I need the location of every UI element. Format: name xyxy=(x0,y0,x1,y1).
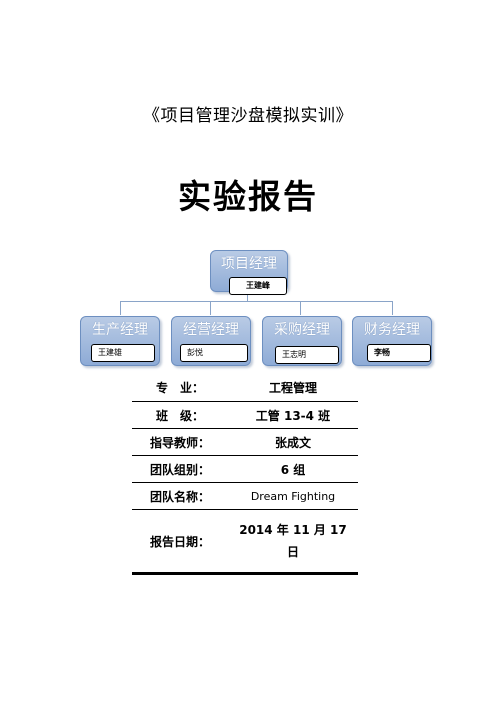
info-key-class: 班 级： xyxy=(132,401,228,429)
org-node-label: 采购经理 xyxy=(274,322,330,338)
table-row: 专 业： 工程管理 xyxy=(132,373,358,402)
org-node-finance-manager: 财务经理 李畅 xyxy=(352,316,432,366)
connector-root-down xyxy=(247,292,248,301)
info-value-major: 工程管理 xyxy=(228,373,358,402)
info-key-instructor: 指导教师： xyxy=(132,428,228,456)
org-node-purchasing-manager: 采购经理 王志明 xyxy=(262,316,342,366)
org-node-label: 财务经理 xyxy=(364,322,420,338)
connector-child-4 xyxy=(392,301,393,315)
table-row: 团队组别： 6 组 xyxy=(132,455,358,483)
report-subtitle: 《项目管理沙盘模拟实训》 xyxy=(143,106,353,126)
info-value-report-date: 2014 年 11 月 17 日 xyxy=(228,509,358,575)
info-key-major: 专 业： xyxy=(132,373,228,402)
org-node-name: 王建雄 xyxy=(91,344,155,362)
connector-child-3 xyxy=(300,301,301,315)
org-node-label: 项目经理 xyxy=(221,256,277,272)
info-key-report-date: 报告日期： xyxy=(132,509,228,575)
table-row: 指导教师： 张成文 xyxy=(132,428,358,456)
org-node-production-manager: 生产经理 王建雄 xyxy=(80,316,160,366)
org-node-name: 李畅 xyxy=(367,344,431,362)
report-info-table: 专 业： 工程管理 班 级： 工管 13-4 班 指导教师： 张成文 团队组别：… xyxy=(132,373,358,575)
org-node-label: 经营经理 xyxy=(183,322,239,338)
report-title: 实验报告 xyxy=(178,177,318,216)
org-node-name: 彭悦 xyxy=(180,344,248,362)
info-key-team-group: 团队组别： xyxy=(132,455,228,483)
org-node-label: 生产经理 xyxy=(92,322,148,338)
table-row: 班 级： 工管 13-4 班 xyxy=(132,401,358,429)
info-value-team-name: Dream Fighting xyxy=(228,482,358,510)
table-row: 团队名称： Dream Fighting xyxy=(132,482,358,510)
org-node-project-manager: 项目经理 王建峰 xyxy=(210,250,288,295)
connector-child-2 xyxy=(210,301,211,315)
org-node-operations-manager: 经营经理 彭悦 xyxy=(171,316,251,366)
info-key-team-name: 团队名称： xyxy=(132,482,228,510)
org-node-name: 王志明 xyxy=(275,346,339,364)
table-row: 报告日期： 2014 年 11 月 17 日 xyxy=(132,509,358,575)
info-value-class: 工管 13-4 班 xyxy=(228,401,358,429)
org-node-name: 王建峰 xyxy=(229,277,287,295)
info-value-team-group: 6 组 xyxy=(228,455,358,483)
info-value-instructor: 张成文 xyxy=(228,428,358,456)
connector-horizontal xyxy=(120,301,392,302)
connector-child-1 xyxy=(120,301,121,315)
